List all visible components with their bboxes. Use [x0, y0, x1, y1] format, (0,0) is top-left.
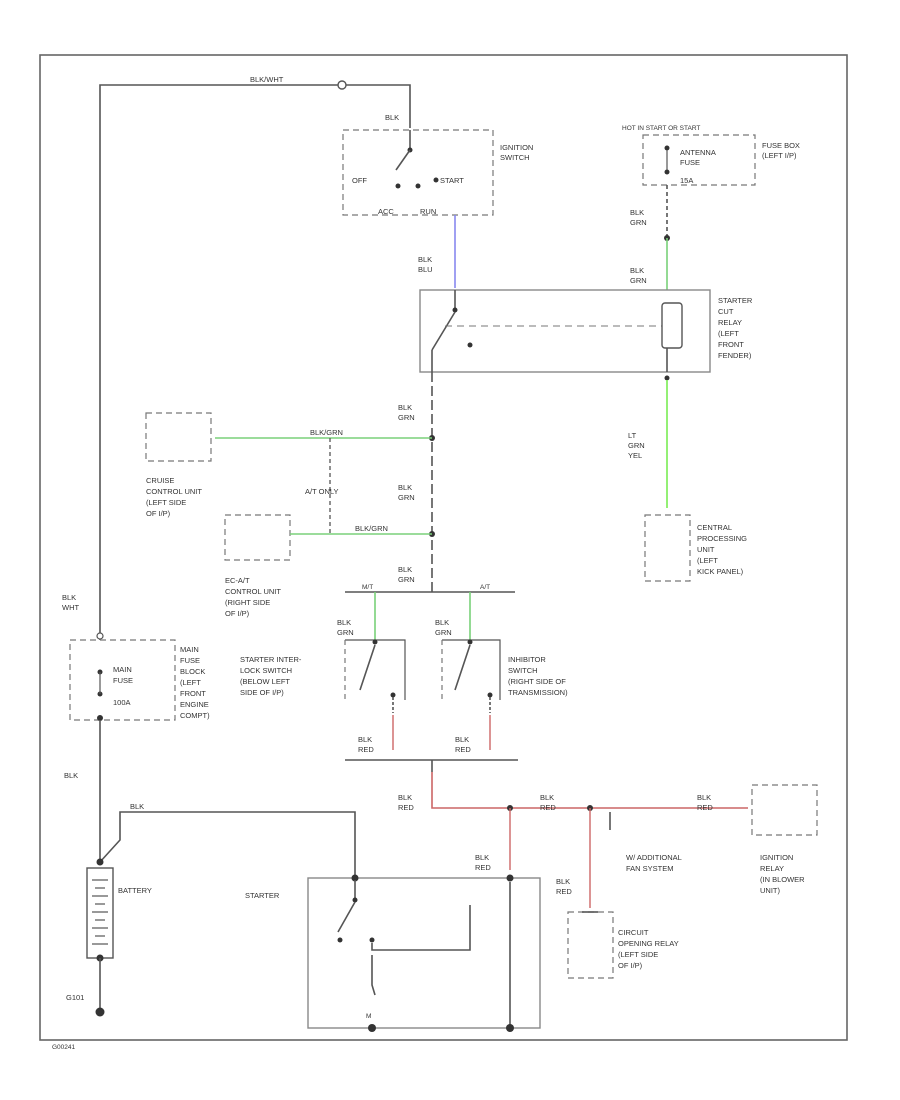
circuit-relay-label: CIRCUIT OPENING RELAY (LEFT SIDE OF I/P) [618, 928, 681, 970]
blk-wht-label: BLK WHT [62, 593, 79, 612]
starter-label: STARTER [245, 891, 280, 900]
top-wire-label: BLK/WHT [250, 75, 284, 84]
ground-label: G101 [66, 993, 84, 1002]
blk-grn-label-2: BLK GRN [630, 266, 647, 285]
battery-label: BATTERY [118, 886, 152, 895]
starter-ground-left [368, 1024, 376, 1032]
blk-red-label-2: BLK RED [455, 735, 471, 754]
fuse-amp-label: 15A [680, 176, 693, 185]
ecat-unit-label: EC-A/T CONTROL UNIT (RIGHT SIDE OF I/P) [225, 576, 283, 618]
fuse-box [642, 134, 756, 186]
inhibitor-switch-box [442, 639, 501, 700]
mt-label: M/T [362, 584, 373, 591]
fuse-top-label: HOT IN START OR START [622, 125, 700, 132]
ign-relay-label: IGNITION RELAY (IN BLOWER UNIT) [760, 853, 807, 895]
relay-blade [431, 311, 456, 351]
starter-contact [337, 901, 356, 933]
fuse-name-label: ANTENNA FUSE [680, 148, 718, 167]
top-wire-to-switch [346, 84, 411, 128]
fan-system-label: W/ ADDITIONAL FAN SYSTEM [626, 853, 684, 873]
main-fuse-block-box [69, 639, 176, 721]
inhibitor-blade [454, 644, 471, 691]
inhibitor-switch-label: INHIBITOR SWITCH (RIGHT SIDE OF TRANSMIS… [508, 655, 568, 697]
top-wire [99, 84, 338, 640]
connector [337, 80, 347, 90]
starter-motor-link [371, 905, 471, 951]
blk-grn-label-1: BLK GRN [630, 208, 647, 227]
cruise-unit-label: CRUISE CONTROL UNIT (LEFT SIDE OF I/P) [146, 476, 204, 518]
circuit-opening-relay-box [567, 911, 614, 979]
ground-m-label: M [366, 1013, 371, 1020]
diagram-frame [39, 54, 848, 1041]
relay-coil [661, 302, 683, 349]
lt-grn-yel-label: LT GRN YEL [628, 431, 647, 460]
starter-box [307, 877, 541, 1029]
starter-motor-lead [371, 955, 376, 996]
cpu-label: CENTRAL PROCESSING UNIT (LEFT KICK PANEL… [697, 523, 749, 576]
starter-cut-relay-label: STARTER CUT RELAY (LEFT FRONT FENDER) [718, 296, 754, 360]
ign-switch-blk-label: BLK [385, 113, 399, 122]
blk-red-label-7: BLK RED [475, 853, 491, 872]
at-label: A/T [480, 584, 490, 591]
blk-grn-label-3: BLK GRN [398, 403, 415, 422]
blk-red-label-4: BLK RED [540, 793, 556, 812]
interlock-blade [359, 644, 376, 691]
blk-label: BLK [64, 771, 78, 780]
interlock-switch-label: STARTER INTER- LOCK SWITCH (BELOW LEFT S… [240, 655, 304, 697]
main-fuse-name-label: MAIN FUSE [113, 665, 134, 685]
ign-switch-blade [395, 149, 411, 171]
blk-battery-label: BLK [130, 802, 144, 811]
cruise-wire-label: BLK/GRN [310, 428, 343, 437]
ign-acc-label: ACC [378, 207, 394, 216]
starter-cut-relay-box [419, 289, 711, 373]
blk-grn-label-5: BLK GRN [398, 565, 415, 584]
cruise-control-unit-box [145, 412, 212, 462]
blk-grn-label-7: BLK GRN [435, 618, 452, 637]
main-fuse-amp-label: 100A [113, 698, 131, 707]
ign-switch-label: IGNITION SWITCH [500, 143, 535, 162]
battery-to-starter-wire [99, 811, 356, 876]
blk-grn-label-4: BLK GRN [398, 483, 415, 502]
blk-red-label-5: BLK RED [697, 793, 713, 812]
at-wire-label: BLK/GRN [355, 524, 388, 533]
ignition-switch-box [342, 129, 494, 216]
blk-red-label-6: BLK RED [556, 877, 572, 896]
starter-ground-right [506, 1024, 514, 1032]
blk-red-label-3: BLK RED [398, 793, 414, 812]
fuse-box-label: FUSE BOX (LEFT I/P) [762, 141, 802, 160]
blk-blu-label: BLK BLU [418, 255, 434, 274]
ign-run-label: RUN [420, 207, 436, 216]
ground-point [95, 1007, 105, 1017]
interlock-switch-box [345, 639, 406, 700]
battery-cells [92, 879, 108, 945]
ign-start-label: START [440, 176, 464, 185]
ignition-relay-box [751, 784, 818, 836]
cpu-box [644, 514, 691, 582]
main-fuse-block-label: MAIN FUSE BLOCK (LEFT FRONT ENGINE COMPT… [180, 645, 211, 720]
main-red-wire [431, 772, 748, 809]
at-only-label: A/T ONLY [305, 487, 338, 496]
figure-id: G00241 [52, 1044, 76, 1051]
blk-red-label-1: BLK RED [358, 735, 374, 754]
ign-off-label: OFF [352, 176, 367, 185]
blk-grn-label-6: BLK GRN [337, 618, 354, 637]
ecat-control-unit-box [224, 514, 291, 561]
